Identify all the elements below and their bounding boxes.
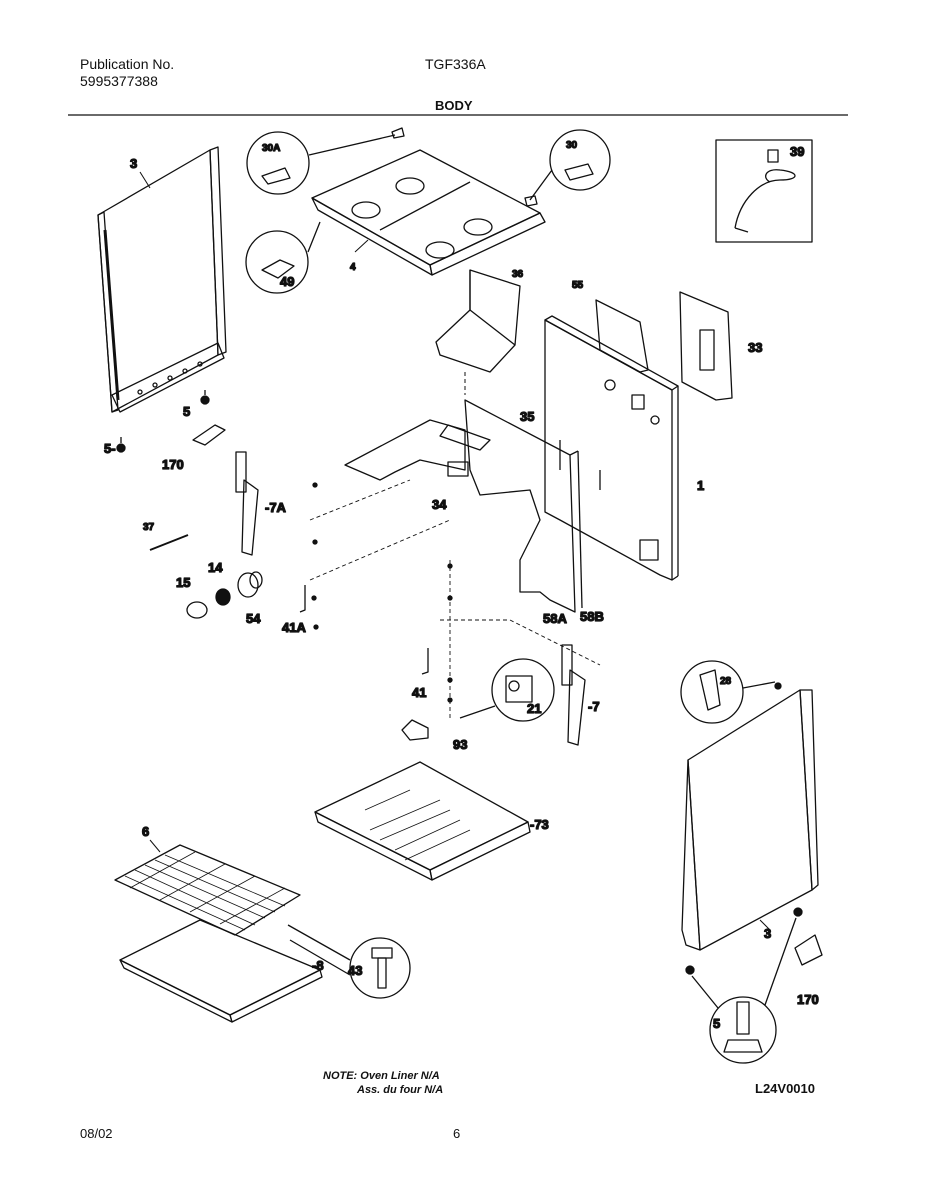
part-93 (401, 719, 429, 741)
callout-43 (287, 924, 411, 999)
label-58b: 58B (580, 609, 604, 624)
label-39: 39 (790, 144, 804, 159)
screw-5-upper (200, 390, 210, 405)
screw-5-lower (116, 437, 126, 453)
callout-30a (246, 127, 405, 195)
label-37: 37 (143, 522, 155, 533)
label-34: 34 (432, 497, 447, 512)
burner-box (311, 149, 546, 276)
label-58a: 58A (543, 611, 567, 626)
label-6: 6 (142, 824, 149, 839)
bracket-34 (447, 461, 469, 477)
label-43: 43 (348, 963, 362, 978)
left-side-panel (97, 146, 227, 413)
socket-14 (215, 588, 231, 606)
callout-49 (245, 221, 321, 294)
bottom-panel (314, 761, 531, 881)
screw-right-upper (793, 907, 803, 917)
bracket-170-left (192, 424, 226, 446)
label-30: 30 (566, 140, 578, 151)
oven-rack (114, 844, 301, 936)
label-36: 36 (512, 269, 524, 280)
lens-54 (237, 571, 263, 598)
footer-date: 08/02 (80, 1126, 113, 1141)
hinge-7a (235, 451, 259, 556)
label-55: 55 (572, 280, 584, 291)
side-bracket (679, 291, 733, 401)
small-screws (311, 482, 453, 703)
label-3-right: 3 (764, 926, 771, 941)
callout-30 (524, 129, 611, 207)
wire-harness-box (715, 139, 813, 243)
label-93: 93 (453, 737, 467, 752)
note-line-1: NOTE: Oven Liner N/A (323, 1070, 440, 1082)
label-7a: -7A (265, 500, 287, 515)
model-number: TGF336A (425, 56, 486, 72)
assembly-guide-lines (309, 479, 601, 720)
lamp-15 (186, 601, 208, 619)
oven-bottom (119, 919, 323, 1023)
screw-right-lower (685, 965, 695, 975)
callout-28 (680, 660, 782, 724)
label-15: 15 (176, 575, 190, 590)
label-49: 49 (280, 274, 294, 289)
label-30a: 30A (262, 143, 280, 154)
callout-21 (459, 658, 555, 722)
label-35: 35 (520, 409, 534, 424)
note-line-2: Ass. du four N/A (357, 1084, 444, 1096)
hinge-7 (561, 644, 586, 746)
bracket-35 (439, 424, 491, 451)
clip-41 (421, 648, 429, 675)
rear-bracket (595, 299, 649, 373)
label-3-left: 3 (130, 156, 137, 171)
label-170-right: 170 (797, 992, 819, 1007)
clip-41a (299, 585, 306, 613)
label-5-lower: 5- (104, 441, 116, 456)
section-title: BODY (435, 98, 473, 113)
rod-37 (149, 534, 189, 551)
label-14: 14 (208, 560, 223, 575)
label-21: 21 (527, 701, 541, 716)
publication-number: 5995377388 (80, 73, 158, 89)
flue-duct (435, 269, 521, 373)
label-170-left: 170 (162, 457, 184, 472)
label-33: 33 (748, 340, 762, 355)
right-side-panel (681, 689, 819, 951)
diagram-code: L24V0010 (755, 1081, 815, 1096)
label-1: 1 (697, 478, 704, 493)
label-8: -8 (312, 958, 324, 973)
label-28: 28 (720, 676, 732, 687)
label-73: -73 (530, 817, 549, 832)
label-5-upper: 5 (183, 404, 190, 419)
label-5-leveler: 5 (713, 1016, 720, 1031)
callout-5-leveler (691, 917, 797, 1064)
bracket-170-right (794, 934, 823, 966)
label-54: 54 (246, 611, 261, 626)
front-frame (344, 399, 583, 613)
label-4: 4 (350, 262, 356, 273)
label-7: -7 (588, 699, 600, 714)
label-41: 41 (412, 685, 426, 700)
footer-page: 6 (453, 1126, 461, 1141)
publication-label: Publication No. (80, 56, 175, 72)
label-41a: 41A (282, 620, 306, 635)
